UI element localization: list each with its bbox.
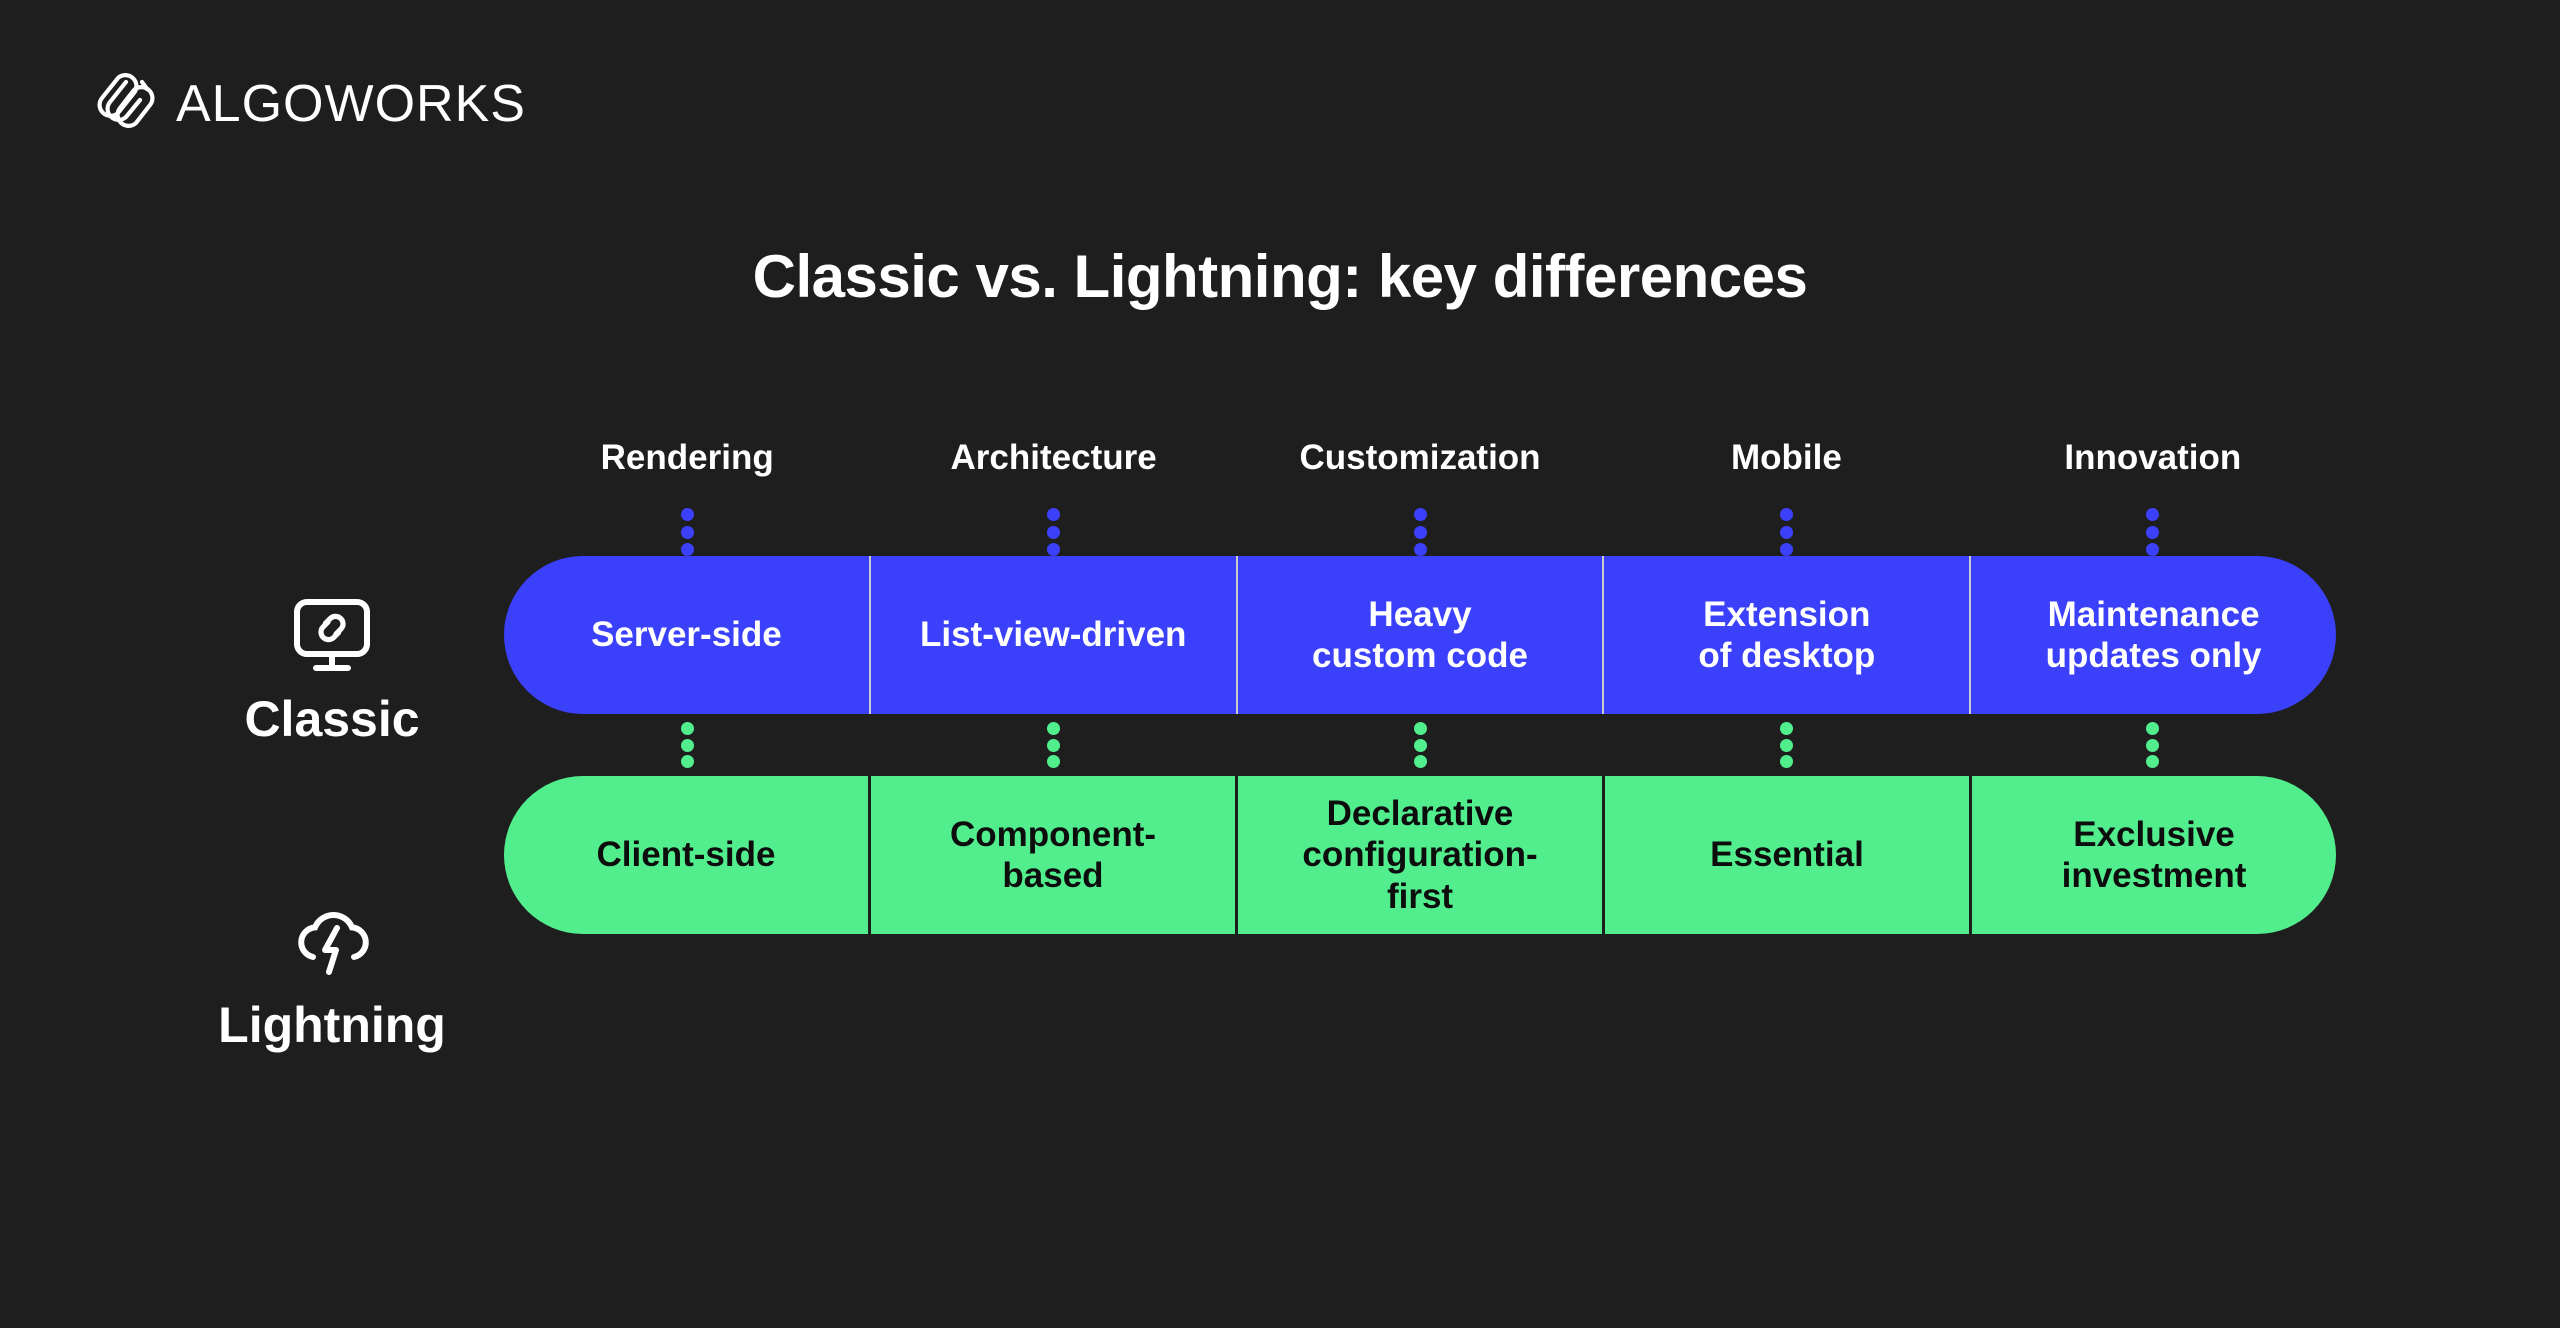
dot-icon xyxy=(1413,755,1427,768)
dot-icon xyxy=(680,508,694,521)
connector-dots-customization xyxy=(1237,722,1603,768)
connector-dots-innovation xyxy=(1970,722,2336,768)
column-header-row: Rendering Architecture Customization Mob… xyxy=(504,440,2336,502)
dot-icon xyxy=(1047,508,1061,521)
dot-icon xyxy=(2146,508,2160,521)
connector-dots-mobile xyxy=(1603,508,1969,556)
dot-icon xyxy=(1413,525,1427,539)
comparison-chart: Rendering Architecture Customization Mob… xyxy=(504,440,2336,934)
brand-name: ALGOWORKS xyxy=(176,74,526,133)
dot-icon xyxy=(680,543,694,556)
dot-icon xyxy=(1779,525,1793,539)
dot-icon xyxy=(1779,543,1793,556)
dot-icon xyxy=(1413,543,1427,556)
dot-icon xyxy=(1047,543,1061,556)
column-header-customization: Customization xyxy=(1299,438,1541,477)
dot-icon xyxy=(1413,508,1427,521)
column-header-innovation: Innovation xyxy=(2064,438,2242,477)
dot-icon xyxy=(680,738,694,752)
row-label-classic-text: Classic xyxy=(244,691,420,747)
connector-dots-customization xyxy=(1237,508,1603,556)
lightning-cell-mobile: Essential xyxy=(1602,776,1969,934)
connector-dots-mobile xyxy=(1603,722,1969,768)
brand-logo: ALGOWORKS xyxy=(96,72,526,135)
dot-icon xyxy=(1779,755,1793,768)
dot-icon xyxy=(2146,722,2160,735)
dot-icon xyxy=(1047,525,1061,539)
dot-icon xyxy=(2146,543,2160,556)
dot-icon xyxy=(1779,738,1793,752)
page-title: Classic vs. Lightning: key differences xyxy=(752,243,1808,310)
lightning-cell-architecture: Component-based xyxy=(868,776,1235,934)
algoworks-paperclip-mark-icon xyxy=(96,72,158,135)
connector-dots-top xyxy=(504,502,2336,556)
column-header-architecture: Architecture xyxy=(950,438,1157,477)
dot-icon xyxy=(1047,755,1061,768)
dot-icon xyxy=(1413,738,1427,752)
dot-icon xyxy=(680,722,694,735)
row-label-classic: Classic xyxy=(182,592,482,744)
classic-cell-architecture: List-view-driven xyxy=(868,556,1236,714)
dot-icon xyxy=(2146,738,2160,752)
row-label-lightning: Lightning xyxy=(182,898,482,1050)
connector-dots-rendering xyxy=(504,508,870,556)
lightning-cell-rendering: Client-side xyxy=(596,835,776,875)
dot-icon xyxy=(1047,738,1061,752)
connector-dots-middle xyxy=(504,714,2336,776)
dot-icon xyxy=(1779,722,1793,735)
dot-icon xyxy=(2146,525,2160,539)
dot-icon xyxy=(1413,722,1427,735)
dot-icon xyxy=(1779,508,1793,521)
connector-dots-architecture xyxy=(870,508,1236,556)
column-header-mobile: Mobile xyxy=(1731,438,1842,477)
dot-icon xyxy=(1047,722,1061,735)
dot-icon xyxy=(2146,755,2160,768)
cloud-lightning-icon xyxy=(287,898,377,986)
row-label-lightning-text: Lightning xyxy=(218,997,446,1053)
column-header-rendering: Rendering xyxy=(600,438,774,477)
dot-icon xyxy=(680,755,694,768)
connector-dots-innovation xyxy=(1970,508,2336,556)
monitor-link-icon xyxy=(289,592,375,680)
connector-dots-rendering xyxy=(504,722,870,768)
dot-icon xyxy=(680,525,694,539)
classic-cell-rendering: Server-side xyxy=(591,615,782,655)
connector-dots-architecture xyxy=(870,722,1236,768)
